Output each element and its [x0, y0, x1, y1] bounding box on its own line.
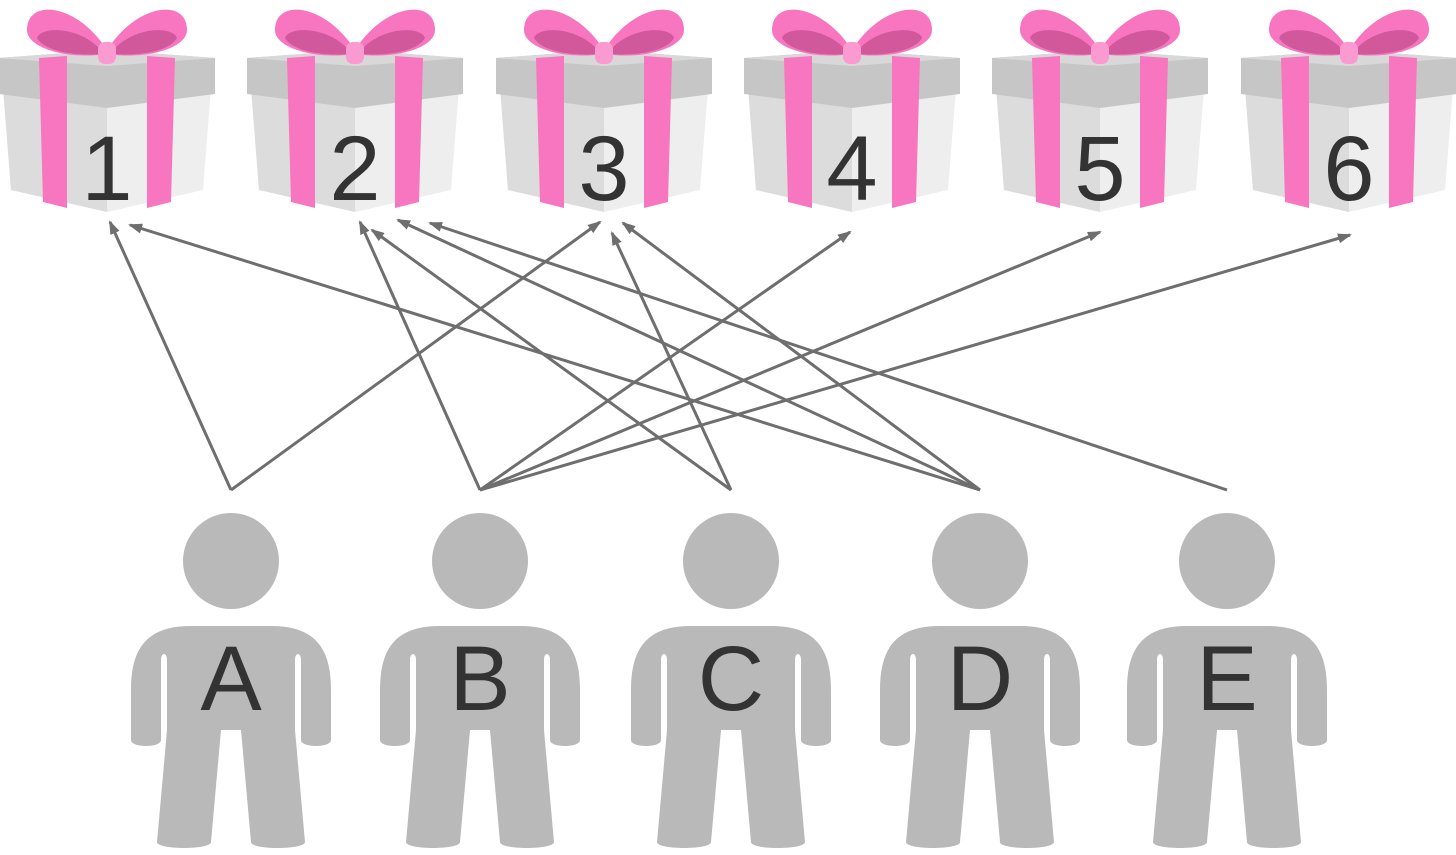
people-layer: A B C D E: [131, 513, 1327, 848]
gift-number-4: 4: [826, 118, 877, 220]
person-head: [683, 513, 779, 609]
gift-bow-shadow-right: [858, 30, 922, 55]
gift-bow-shadow-left: [1030, 30, 1094, 55]
gift-ribbon-right: [395, 56, 423, 208]
gift-ribbon-right: [1140, 56, 1168, 208]
person-body: [631, 626, 831, 848]
gift-number-2: 2: [329, 118, 380, 220]
edge-B-to-5: [479, 230, 1102, 492]
person-body: [380, 626, 580, 848]
gift-ribbon-left: [1281, 56, 1309, 208]
person-body: [131, 626, 331, 848]
edge-C-to-3: [610, 231, 733, 491]
person-letter-E: E: [1196, 628, 1257, 730]
gift-ribbon-left: [1032, 56, 1060, 208]
gift-bow-knot: [843, 42, 861, 64]
person-letter-B: B: [449, 628, 510, 730]
gifts-layer: 1 2 3 4 5 6: [0, 9, 1456, 220]
person-C: C: [631, 513, 831, 848]
gift-bow-shadow-left: [37, 30, 101, 55]
person-B: B: [380, 513, 580, 848]
gift-box-3: 3: [496, 9, 712, 220]
gift-box-6: 6: [1241, 9, 1456, 220]
gift-bow-knot: [1091, 42, 1109, 64]
gift-ribbon-right: [644, 56, 672, 208]
gift-number-5: 5: [1074, 118, 1125, 220]
person-body: [1127, 626, 1327, 848]
gift-ribbon-right: [1389, 56, 1417, 208]
person-head: [432, 513, 528, 609]
gift-number-1: 1: [81, 118, 132, 220]
gift-bow-shadow-left: [534, 30, 598, 55]
gift-bow-shadow-right: [113, 30, 177, 55]
edge-D-to-2: [396, 218, 981, 492]
person-letter-D: D: [947, 628, 1013, 730]
gift-box-2: 2: [247, 9, 463, 220]
gift-bow-shadow-right: [1355, 30, 1419, 55]
person-head: [932, 513, 1028, 609]
gift-number-6: 6: [1323, 118, 1374, 220]
gift-bow-knot: [346, 42, 364, 64]
gift-ribbon-left: [39, 56, 67, 208]
edge-B-to-4: [479, 230, 852, 492]
gift-bow-shadow-right: [610, 30, 674, 55]
edge-D-to-1: [128, 223, 981, 492]
person-D: D: [880, 513, 1080, 848]
gift-bow-knot: [98, 42, 116, 64]
gift-number-3: 3: [578, 118, 629, 220]
gift-ribbon-left: [784, 56, 812, 208]
gift-bow-shadow-left: [285, 30, 349, 55]
edge-A-to-1: [108, 220, 233, 491]
person-letter-A: A: [200, 628, 262, 730]
edge-D-to-3: [621, 221, 981, 492]
gift-bow-shadow-left: [782, 30, 846, 55]
person-head: [183, 513, 279, 609]
gift-ribbon-left: [287, 56, 315, 208]
gift-bow-knot: [1340, 42, 1358, 64]
gift-box-1: 1: [0, 9, 215, 220]
edge-E-to-2: [428, 221, 1228, 492]
edge-B-to-6: [479, 233, 1352, 492]
gift-bow-shadow-right: [1106, 30, 1170, 55]
person-body: [880, 626, 1080, 848]
gift-ribbon-right: [892, 56, 920, 208]
gift-ribbon-right: [147, 56, 175, 208]
edge-C-to-2: [370, 228, 732, 492]
gift-box-4: 4: [744, 9, 960, 220]
gift-bow-shadow-right: [361, 30, 425, 55]
person-A: A: [131, 513, 331, 848]
edges-layer: [108, 218, 1352, 492]
person-E: E: [1127, 513, 1327, 848]
person-letter-C: C: [698, 628, 764, 730]
edge-A-to-3: [230, 220, 602, 492]
edge-B-to-2: [358, 220, 482, 491]
person-head: [1179, 513, 1275, 609]
gift-bow-knot: [595, 42, 613, 64]
gift-bow-shadow-left: [1279, 30, 1343, 55]
gift-ribbon-left: [536, 56, 564, 208]
gift-box-5: 5: [992, 9, 1208, 220]
